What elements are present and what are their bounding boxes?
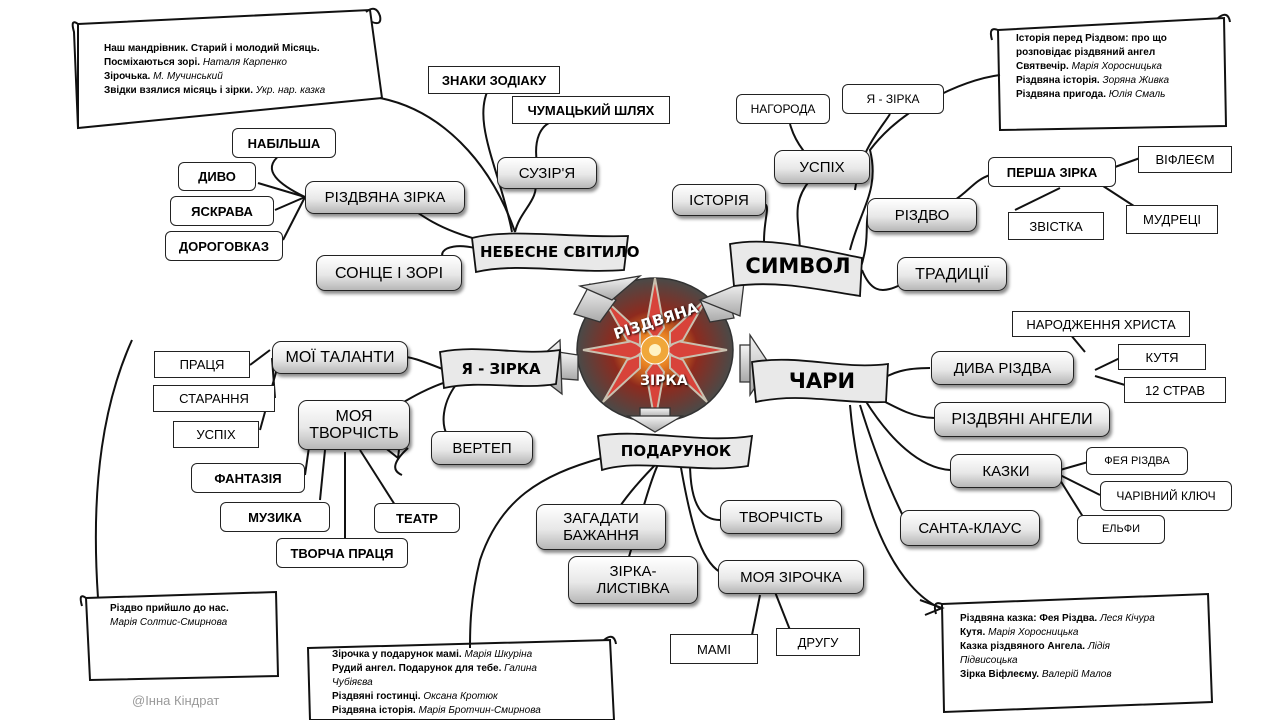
ribbon-magic-title: ЧАРИ — [788, 369, 856, 393]
scroll-line: Різдво прийшло до нас. — [110, 603, 229, 614]
node-sun-stars: СОНЦЕ І ЗОРІ — [316, 255, 462, 291]
scroll-line: Різдвяна історія. Зоряна Живка — [1016, 75, 1170, 86]
node-music: МУЗИКА — [220, 502, 330, 532]
node-mom: МАМІ — [670, 634, 758, 664]
scroll-bottom-left-text: Різдво прийшло до нас. Марія Солтис-Смир… — [110, 602, 229, 630]
node-creative-work: ТВОРЧА ПРАЦЯ — [276, 538, 408, 568]
node-fantasy: ФАНТАЗІЯ — [191, 463, 305, 493]
node-i-am-star-symbol: Я - ЗІРКА — [842, 84, 944, 114]
ribbons — [439, 232, 889, 472]
node-diligence: СТАРАННЯ — [153, 385, 275, 412]
node-santa: САНТА-КЛАУС — [900, 510, 1040, 546]
node-milky-way: ЧУМАЦЬКИЙ ШЛЯХ — [512, 96, 670, 124]
node-angels: РІЗДВЯНІ АНГЕЛИ — [934, 402, 1110, 437]
scroll-bottom-center — [306, 635, 617, 720]
scroll-line: Наш мандрівник. Старий і молодий Місяць. — [104, 43, 320, 54]
node-tales: КАЗКИ — [950, 454, 1062, 488]
node-dishes: 12 СТРАВ — [1124, 377, 1226, 403]
node-vertep: ВЕРТЕП — [431, 431, 533, 465]
node-magic-key: ЧАРІВНИЙ КЛЮЧ — [1100, 481, 1232, 511]
scroll-bottom-center-text: Зірочка у подарунок мамі. Марія Шкурінa … — [332, 648, 541, 720]
node-miracle: ДИВО — [178, 162, 256, 191]
scroll-line: Історія перед Різдвом: про що — [1016, 33, 1167, 44]
node-friend: ДРУГУ — [776, 628, 860, 656]
node-success-me: УСПІХ — [173, 421, 259, 448]
node-history: ІСТОРІЯ — [672, 184, 766, 216]
scroll-line: Підвисоцька — [960, 655, 1018, 666]
node-traditions: ТРАДИЦІЇ — [897, 257, 1007, 291]
scroll-top-left-text: Наш мандрівник. Старий і молодий Місяць.… — [104, 42, 325, 98]
watermark: @Інна Кіндрат — [132, 693, 220, 708]
center-title-line2: ЗІРКА — [640, 373, 688, 389]
node-christmas-star: РІЗДВЯНА ЗІРКА — [305, 181, 465, 214]
scroll-line: Різдвяна казка: Фея Різдва. Леся Кічура — [960, 613, 1155, 624]
scroll-line: Чубіяєва — [332, 677, 373, 688]
ribbon-gift-title: ПОДАРУНОК — [620, 442, 732, 460]
node-success-symbol: УСПІХ — [774, 150, 870, 184]
node-miracles: ДИВА РІЗДВА — [931, 351, 1074, 385]
node-work: ПРАЦЯ — [154, 351, 250, 378]
ribbon-me-title: Я - ЗІРКА — [461, 360, 541, 378]
node-creativity-gift: ТВОРЧІСТЬ — [720, 500, 842, 534]
node-wish: ЗАГАДАТИ БАЖАННЯ — [536, 504, 666, 550]
node-fairy: ФЕЯ РІЗДВА — [1086, 447, 1188, 475]
node-first-star: ПЕРША ЗІРКА — [988, 157, 1116, 187]
node-reward: НАГОРОДА — [736, 94, 830, 124]
node-kutia: КУТЯ — [1118, 344, 1206, 370]
node-biggest: НАБІЛЬША — [232, 128, 336, 158]
node-christmas: РІЗДВО — [867, 198, 977, 232]
scroll-line: Зірка Віфлеєму. Валерій Малов — [960, 669, 1112, 680]
scroll-bottom-left — [79, 590, 280, 682]
node-magi: МУДРЕЦІ — [1126, 205, 1218, 234]
scroll-line: розповідає різдвяний ангел — [1016, 47, 1156, 58]
node-zodiac: ЗНАКИ ЗОДІАКУ — [428, 66, 560, 94]
node-bethlehem: ВІФЛЕЄМ — [1138, 146, 1232, 173]
node-guide: ДОРОГОВКАЗ — [165, 231, 283, 261]
node-news: ЗВІСТКА — [1008, 212, 1104, 240]
node-star-leaf: ЗІРКА-ЛИСТІВКА — [568, 556, 698, 604]
scroll-line: Кутя. Марія Хоросницька — [960, 627, 1079, 638]
node-nativity: НАРОДЖЕННЯ ХРИСТА — [1012, 311, 1190, 337]
scroll-line: Зірочка у подарунок мамі. Марія Шкурінa — [332, 649, 533, 660]
scroll-line: Рудий ангел. Подарунок для тебе. Галина — [332, 663, 537, 674]
scroll-line: Звідки взялися місяць і зірки. Укр. нар.… — [104, 85, 326, 96]
scroll-line: Марія Солтис-Смирнова — [110, 617, 228, 628]
node-bright: ЯСКРАВА — [170, 196, 274, 226]
scroll-line: Казка різдвяного Ангела. Лідія — [960, 641, 1110, 652]
node-constellation: СУЗІР'Я — [497, 157, 597, 189]
scroll-top-right — [989, 13, 1231, 132]
scroll-line: Різдвяні гостинці. Оксана Кротюк — [332, 691, 498, 702]
scroll-bottom-right-text: Різдвяна казка: Фея Різдва. Леся Кічура … — [960, 612, 1155, 682]
scroll-line: Зірочька. М. Мучинський — [104, 71, 223, 82]
scroll-line: Святвечір. Марія Хоросницька — [1016, 61, 1162, 72]
node-elves: ЕЛЬФИ — [1077, 515, 1165, 544]
scroll-line: Посміхаються зорі. Наталя Карпенко — [104, 57, 287, 68]
scroll-top-right-text: Історія перед Різдвом: про що розповідає… — [1016, 32, 1169, 102]
ribbon-symbol-title: СИМВОЛ — [745, 254, 851, 278]
node-my-star: МОЯ ЗІРОЧКА — [718, 560, 864, 594]
scroll-line: Різдвяна пригода. Юлія Смаль — [1016, 89, 1166, 100]
node-my-creativity: МОЯ ТВОРЧІСТЬ — [298, 400, 410, 450]
scroll-line: Різдвяна історія. Марія Бротчин-Смирнова — [332, 705, 541, 716]
node-theatre: ТЕАТР — [374, 503, 460, 533]
node-talents: МОЇ ТАЛАНТИ — [272, 341, 408, 374]
scroll-bottom-right — [933, 592, 1214, 714]
ribbon-sky-title: НЕБЕСНЕ СВІТИЛО — [480, 243, 640, 261]
